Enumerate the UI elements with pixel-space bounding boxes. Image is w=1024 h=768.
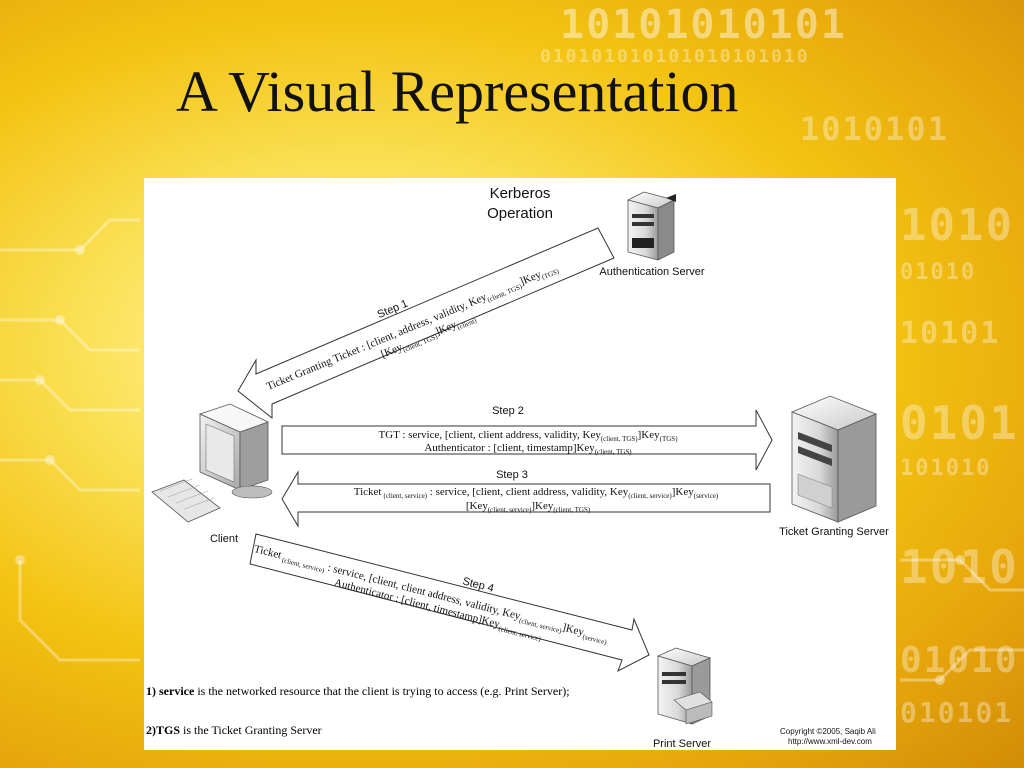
step3-arrow: [281, 470, 771, 528]
step2-line2: Authenticator : [client, timestamp]Key(c…: [424, 442, 632, 456]
background-binary-9: 1010: [900, 540, 1019, 594]
print-server-label: Print Server: [653, 738, 711, 750]
kerberos-diagram-panel: Kerberos Operation Authentication Server…: [144, 178, 896, 750]
background-binary-3: 1010101: [800, 110, 949, 148]
background-binary-11: 010101: [900, 696, 1014, 729]
copyright-line: Copyright ©2005, Saqib Ali: [780, 727, 876, 736]
authentication-server-label: Authentication Server: [599, 266, 705, 278]
authentication-server-icon: [626, 191, 676, 261]
step1-arrow: [237, 227, 615, 420]
step4-arrow: [249, 533, 650, 673]
diagram-title-line2: Operation: [487, 205, 553, 222]
step2-label: Step 2: [492, 405, 524, 417]
note-service-term: 1) service: [146, 684, 195, 698]
step2-line1: TGT : service, [client, client address, …: [378, 429, 678, 443]
client-computer-icon: [151, 403, 273, 523]
tgs-label: Ticket Granting Server: [779, 526, 889, 538]
note-tgs: 2)TGS is the Ticket Granting Server: [146, 723, 322, 738]
background-binary-10: 01010: [900, 640, 1019, 681]
copyright-url: http://www.xml-dev.com: [788, 737, 872, 746]
background-binary-2: 010101010101010101010: [540, 46, 810, 67]
note-tgs-text: is the Ticket Granting Server: [180, 723, 322, 737]
slide-title: A Visual Representation: [176, 59, 739, 124]
background-binary-8: 101010: [900, 456, 992, 481]
ticket-granting-server-icon: [790, 395, 878, 523]
copyright-notice: Copyright ©2005, Saqib Ali http://www.xm…: [780, 727, 890, 747]
note-tgs-term: 2)TGS: [146, 723, 181, 737]
background-binary-6: 10101: [900, 316, 1001, 351]
step3-label: Step 3: [496, 469, 528, 481]
step3-line1: Ticket(client, service) : service, [clie…: [354, 486, 719, 500]
step2-arrow: [281, 409, 773, 471]
note-service-text: is the networked resource that the clien…: [194, 684, 570, 698]
background-binary-4: 1010: [900, 200, 1014, 251]
print-server-icon: [656, 647, 713, 725]
step3-line2: [Key(client, service)]Key(client, TGS): [466, 500, 591, 514]
diagram-title-line1: Kerberos: [490, 185, 551, 202]
background-binary-5: 01010: [900, 260, 977, 285]
background-binary-1: 10101010101: [560, 2, 847, 48]
note-service: 1) service is the networked resource tha…: [146, 684, 570, 699]
client-label: Client: [210, 533, 238, 545]
kerberos-diagram: Kerberos Operation Authentication Server…: [151, 185, 889, 750]
background-binary-7: 0101: [900, 396, 1019, 450]
